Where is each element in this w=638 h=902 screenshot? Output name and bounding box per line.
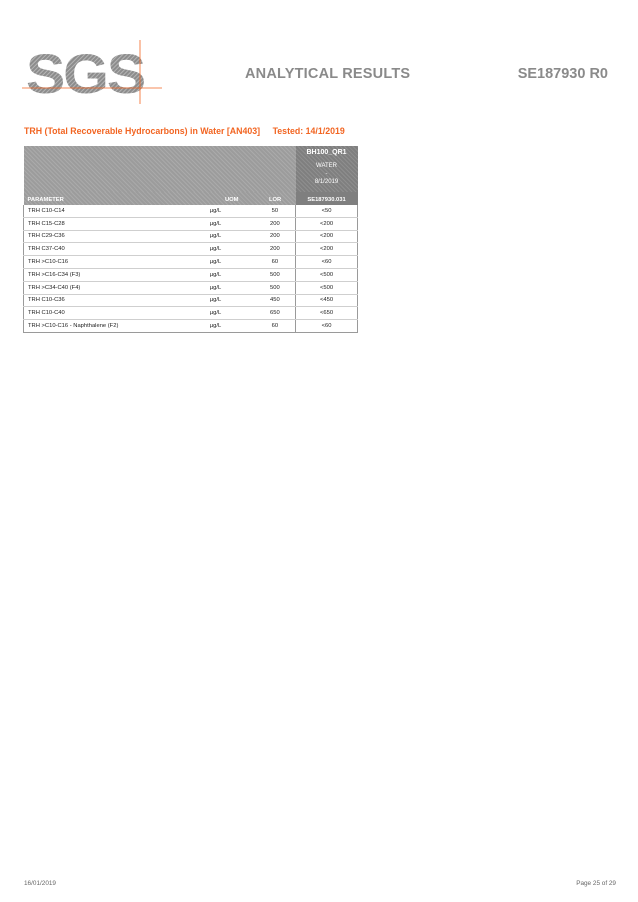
method-title: TRH (Total Recoverable Hydrocarbons) in … [24, 126, 261, 136]
cell-parameter: TRH C10-C36 [22, 294, 209, 308]
cell-uom: µg/L [208, 205, 255, 218]
column-header-lor: LOR [268, 197, 282, 203]
cell-result: <60 [295, 255, 358, 269]
column-header-uom: UOM [224, 197, 239, 203]
cell-result: <500 [295, 281, 358, 295]
cell-uom: µg/L [208, 319, 255, 333]
cell-parameter: TRH >C16-C34 (F3) [22, 268, 209, 282]
cell-lor: 650 [254, 306, 296, 321]
cell-lor: 450 [254, 294, 296, 308]
cell-lor: 200 [254, 242, 296, 257]
cell-result: <200 [295, 230, 358, 244]
cell-result: <50 [295, 205, 358, 218]
sgs-logo: SGS [22, 40, 162, 104]
sample-id: BH100_QR1 [306, 149, 347, 156]
cell-lor: 200 [254, 230, 296, 244]
cell-result: <450 [295, 294, 358, 308]
cell-parameter: TRH C10-C40 [22, 306, 209, 321]
header-blank [24, 146, 296, 192]
cell-uom: µg/L [208, 230, 255, 244]
sample-date: 8/1/2019 [314, 179, 339, 185]
cell-uom: µg/L [208, 281, 255, 295]
cell-parameter: TRH >C10-C16 [22, 255, 209, 269]
column-header-row: PARAMETER UOM LOR SE187930.031 [23, 192, 358, 205]
sample-dash: - [325, 171, 328, 177]
cell-result: <60 [295, 319, 358, 333]
cell-result: <200 [295, 242, 358, 257]
footer-date: 16/01/2019 [24, 880, 56, 887]
column-header-sample-number: SE187930.031 [295, 192, 358, 205]
report-title: ANALYTICAL RESULTS [245, 66, 411, 82]
report-id: SE187930 R0 [517, 66, 608, 82]
cell-lor: 500 [254, 281, 296, 295]
cell-parameter: TRH >C34-C40 (F4) [22, 281, 209, 295]
cell-uom: µg/L [208, 242, 255, 257]
cell-parameter: TRH >C10-C16 - Naphthalene (F2) [22, 319, 209, 333]
cell-lor: 60 [254, 319, 296, 333]
cell-result: <200 [295, 217, 358, 231]
section-heading: TRH (Total Recoverable Hydrocarbons) in … [24, 126, 345, 136]
sgs-logo-graphic: SGS [22, 40, 162, 104]
cell-uom: µg/L [208, 255, 255, 269]
cell-uom: µg/L [208, 217, 255, 231]
cell-uom: µg/L [208, 294, 255, 308]
cell-uom: µg/L [208, 268, 255, 282]
cell-lor: 60 [254, 255, 296, 269]
footer-page-number: Page 25 of 29 [576, 880, 616, 887]
cell-lor: 50 [254, 205, 296, 218]
cell-parameter: TRH C29-C36 [22, 230, 209, 244]
svg-text:SGS: SGS [26, 42, 145, 104]
column-header-parameter: PARAMETER [27, 197, 64, 203]
tested-date: Tested: 14/1/2019 [272, 126, 345, 136]
cell-result: <500 [295, 268, 358, 282]
cell-parameter: TRH C15-C28 [22, 217, 209, 231]
results-table: BH100_QR1 WATER - 8/1/2019 PARAMETER UOM… [22, 146, 358, 333]
sample-matrix: WATER [316, 163, 338, 169]
cell-result: <650 [295, 306, 358, 321]
sample-header-row: BH100_QR1 WATER - 8/1/2019 [23, 146, 358, 192]
cell-parameter: TRH C37-C40 [22, 242, 209, 257]
sample-header: BH100_QR1 WATER - 8/1/2019 [295, 146, 358, 192]
cell-lor: 200 [254, 217, 296, 231]
cell-uom: µg/L [208, 306, 255, 321]
cell-parameter: TRH C10-C14 [22, 205, 209, 218]
cell-lor: 500 [254, 268, 296, 282]
